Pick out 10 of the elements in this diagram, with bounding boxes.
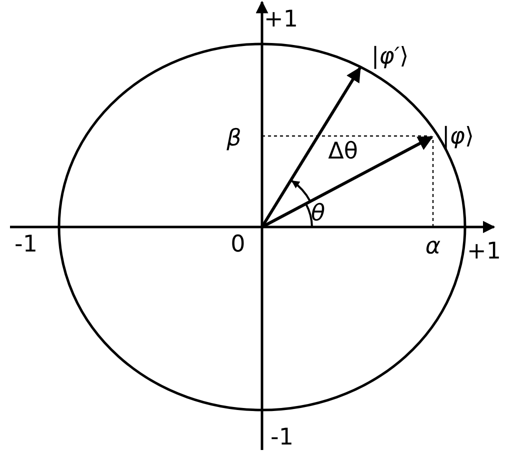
axis-label: Δθ [328, 140, 358, 164]
axis-label: +1 [467, 240, 501, 264]
axis-label: -1 [14, 234, 38, 256]
axis-label: β [226, 128, 242, 150]
axis-label: θ [310, 202, 326, 226]
axis-label: 0 [230, 234, 246, 256]
axis-label: -1 [270, 426, 294, 450]
axis-label: |φ′⟩ [371, 46, 409, 68]
axis-label: +1 [264, 8, 298, 32]
axis-label: α [425, 236, 441, 258]
